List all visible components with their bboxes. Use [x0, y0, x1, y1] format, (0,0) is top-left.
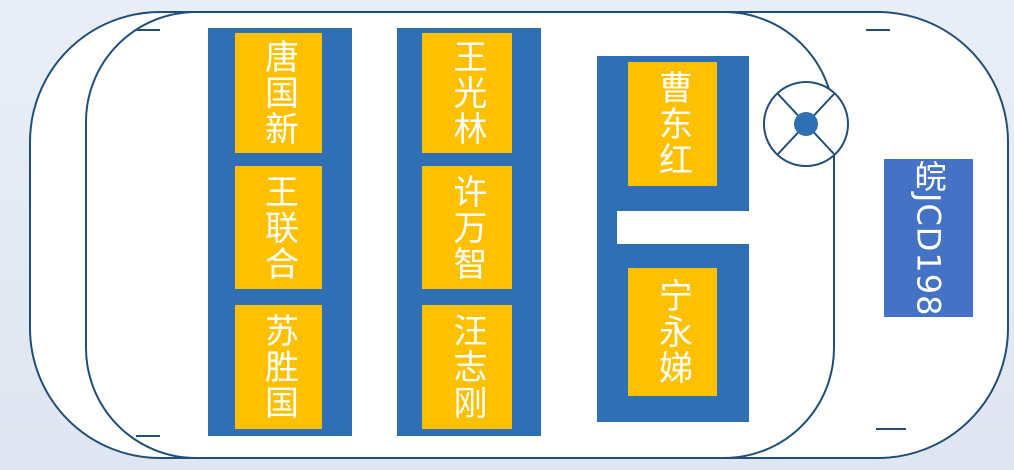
seat-name: 宁永娣 — [652, 278, 693, 386]
seat-front-1[interactable]: 曹东红 — [628, 62, 717, 186]
seat-name: 苏胜国 — [258, 313, 299, 421]
seat-left-1[interactable]: 唐国新 — [235, 33, 322, 153]
seat-name: 汪志刚 — [447, 313, 487, 421]
steering-wheel-icon — [763, 81, 849, 167]
license-plate-text: 皖JCD198 — [909, 159, 948, 317]
seat-front-2[interactable]: 宁永娣 — [628, 268, 717, 396]
license-plate: 皖JCD198 — [884, 159, 973, 317]
seat-middle-2[interactable]: 许万智 — [422, 166, 512, 289]
aisle-gap — [617, 211, 749, 244]
seat-name: 唐国新 — [258, 39, 299, 147]
seat-left-3[interactable]: 苏胜国 — [235, 305, 322, 429]
seat-middle-1[interactable]: 王光林 — [422, 33, 512, 153]
seat-middle-3[interactable]: 汪志刚 — [422, 305, 512, 429]
seat-name: 王光林 — [447, 39, 487, 147]
cabin-outline — [85, 11, 835, 459]
seat-name: 曹东红 — [652, 70, 693, 178]
seat-name: 许万智 — [447, 173, 487, 282]
seat-name: 王联合 — [258, 173, 299, 282]
seat-left-2[interactable]: 王联合 — [235, 166, 322, 289]
